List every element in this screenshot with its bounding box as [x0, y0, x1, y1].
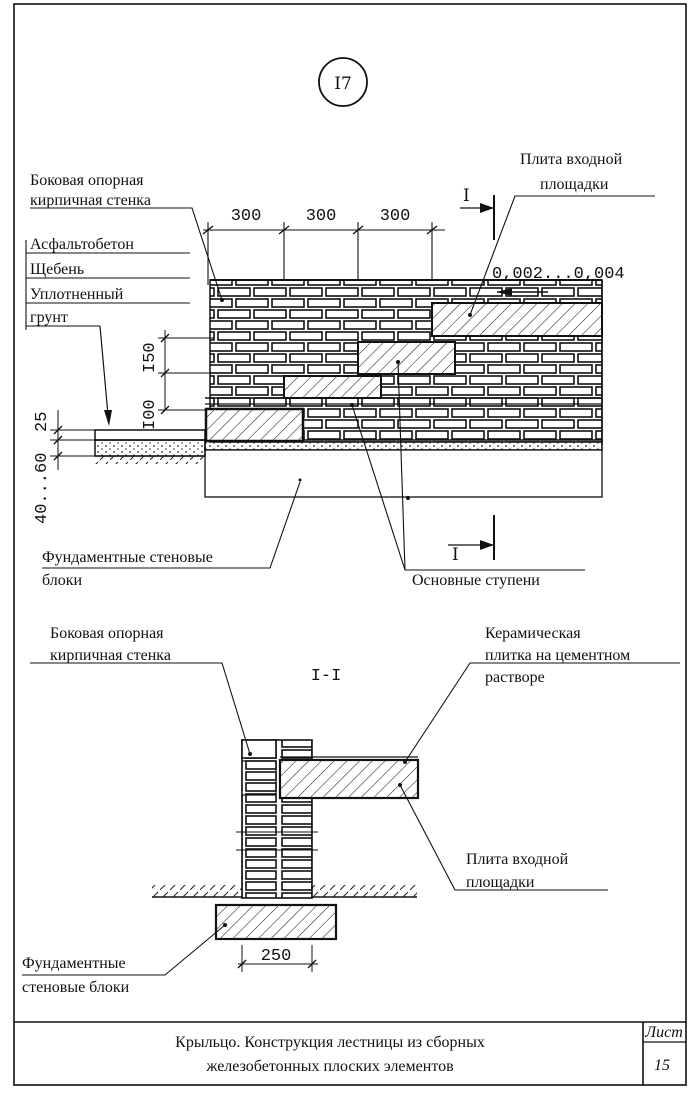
- label-gravel: Щебень: [30, 261, 84, 278]
- dim-foundation-width: 250: [261, 947, 292, 966]
- label-compacted: Уплотненный: [30, 286, 124, 303]
- sheet-frame: [13, 3, 687, 1086]
- label-landing-slab-2: площадки: [540, 176, 609, 193]
- label-ceramic-3: растворе: [485, 669, 545, 686]
- label-section-slab-1: Плита входной: [466, 851, 569, 868]
- label-main-steps: Основные ступени: [412, 572, 540, 589]
- title-block: [14, 1021, 686, 1085]
- title-line-2: железобетонных плоских элементов: [205, 1058, 454, 1075]
- label-foundation-2: блоки: [42, 572, 83, 589]
- section-mark-top: I: [463, 186, 470, 206]
- label-side-wall-2: кирпичная стенка: [30, 192, 151, 209]
- label-soil: грунт: [30, 309, 68, 326]
- label-foundation-1: Фундаментные стеновые: [42, 549, 213, 566]
- dim-slope: 0,002...0,004: [492, 265, 625, 284]
- dim-pavement-bottom: 40...60: [33, 453, 52, 524]
- label-asphalt: Асфальтобетон: [30, 236, 134, 253]
- label-section-side-wall-2: кирпичная стенка: [50, 647, 171, 664]
- label-section-foundation-1: Фундаментные: [22, 955, 126, 972]
- section-view: [22, 662, 680, 976]
- label-section-side-wall-1: Боковая опорная: [50, 625, 164, 642]
- pavement-top: [94, 429, 206, 441]
- section-mark-bottom: I: [452, 545, 459, 565]
- label-section-foundation-2: стеновые блоки: [22, 979, 130, 996]
- sheet-number: 15: [654, 1057, 670, 1074]
- label-ceramic-1: Керамическая: [485, 625, 581, 642]
- label-landing-slab-1: Плита входной: [520, 151, 623, 168]
- section-title: I-I: [311, 667, 342, 686]
- dim-base-height: I00: [141, 399, 160, 430]
- foundation-block: [204, 449, 603, 498]
- label-section-slab-2: площадки: [466, 874, 535, 891]
- node-marker: I7: [318, 57, 368, 107]
- sheet-label: Лист: [644, 1024, 683, 1041]
- label-side-wall-1: Боковая опорная: [30, 172, 144, 189]
- dim-step-width-2: 300: [306, 207, 337, 226]
- dim-pavement-top: 25: [33, 412, 52, 432]
- title-line-1: Крыльцо. Конструкция лестницы из сборных: [175, 1034, 485, 1051]
- elevation-view: [25, 195, 655, 571]
- label-ceramic-2: плитка на цементном: [485, 647, 630, 664]
- dim-step-width-3: 300: [380, 207, 411, 226]
- node-number: I7: [334, 74, 352, 94]
- pavement-base: [94, 439, 206, 457]
- dim-step-height: I50: [141, 342, 160, 373]
- dim-step-width-1: 300: [231, 207, 262, 226]
